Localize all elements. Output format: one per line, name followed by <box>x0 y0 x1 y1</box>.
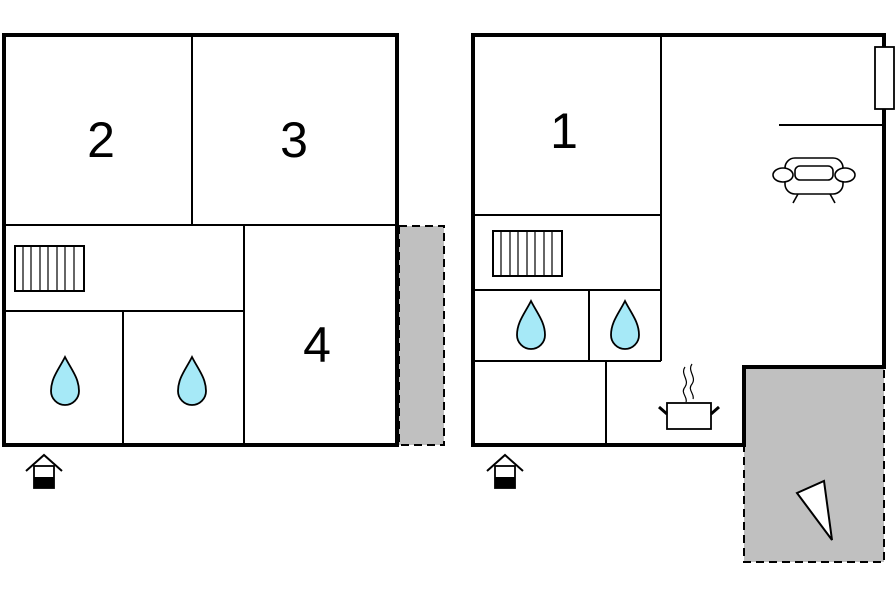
room-label-4: 4 <box>303 317 331 373</box>
room-label-3: 3 <box>280 112 308 168</box>
north-arrow-icon <box>795 479 833 541</box>
water-drop-icon <box>50 354 80 406</box>
outer-walls-right <box>471 33 886 447</box>
entrance-house-icon <box>486 453 524 489</box>
stairs-icon <box>492 230 563 277</box>
room-label-2: 2 <box>87 112 115 168</box>
entrance-house-icon <box>25 453 63 489</box>
inner-walls-right <box>473 35 884 445</box>
window-icon <box>874 46 895 110</box>
water-drop-icon <box>177 354 207 406</box>
floor-plan-left: 2 3 4 <box>2 33 445 489</box>
water-drop-icon <box>610 298 640 350</box>
stairs-icon <box>14 245 85 292</box>
outer-walls-left <box>2 33 399 447</box>
terrace-right <box>743 366 885 563</box>
inner-walls-left <box>4 35 397 445</box>
sofa-icon <box>772 157 856 204</box>
floor-plan-right: 1 <box>471 33 895 563</box>
terrace-left <box>398 225 445 446</box>
cooking-pot-icon <box>658 363 720 430</box>
water-drop-icon <box>516 298 546 350</box>
room-label-1: 1 <box>550 103 578 159</box>
